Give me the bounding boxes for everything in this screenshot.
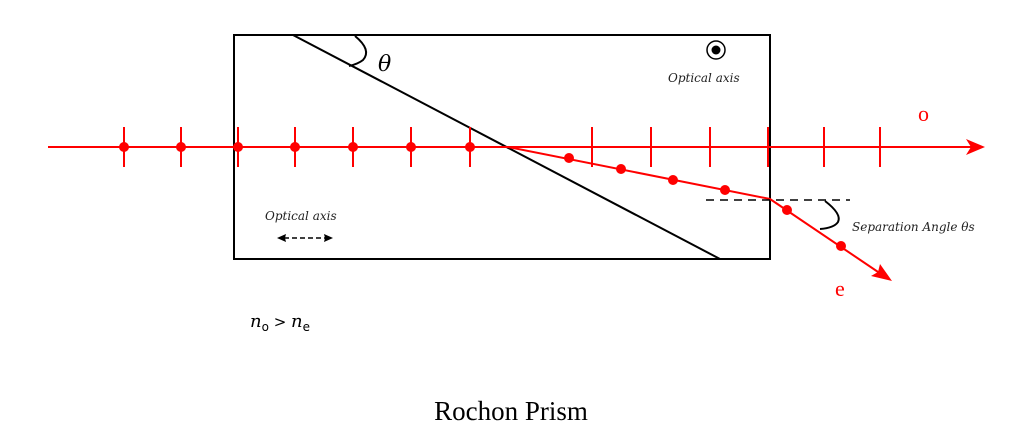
extraordinary-ray [507,146,892,281]
ordinary-ray-label: o [918,101,929,126]
theta-label: θ [378,52,391,77]
diagram-title: Rochon Prism [434,396,588,426]
extraordinary-ray-polarization-dots [564,153,846,251]
index-n-symbol: n [250,311,262,332]
extraordinary-ray-label: e [835,276,845,301]
optical-axis-top-label: Optical axis [668,71,740,85]
index-n-symbol-2: n [291,311,303,332]
circle-dot-icon [706,40,726,60]
separation-angle-label: Separation Angle θs [852,220,975,234]
separation-angle-arc [819,200,840,230]
optical-axis-bottom-label: Optical axis [265,209,337,223]
double-arrow-dashed-icon [277,234,333,242]
theta-angle-arc [348,35,368,67]
index-gt-symbol: > [269,313,291,331]
svg-text:no > ne: no > ne [250,311,310,334]
incident-ray-polarization-dots [119,142,475,152]
index-o-subscript: o [262,320,269,334]
index-e-subscript: e [303,320,310,334]
refractive-index-relation: no > ne [250,311,310,334]
